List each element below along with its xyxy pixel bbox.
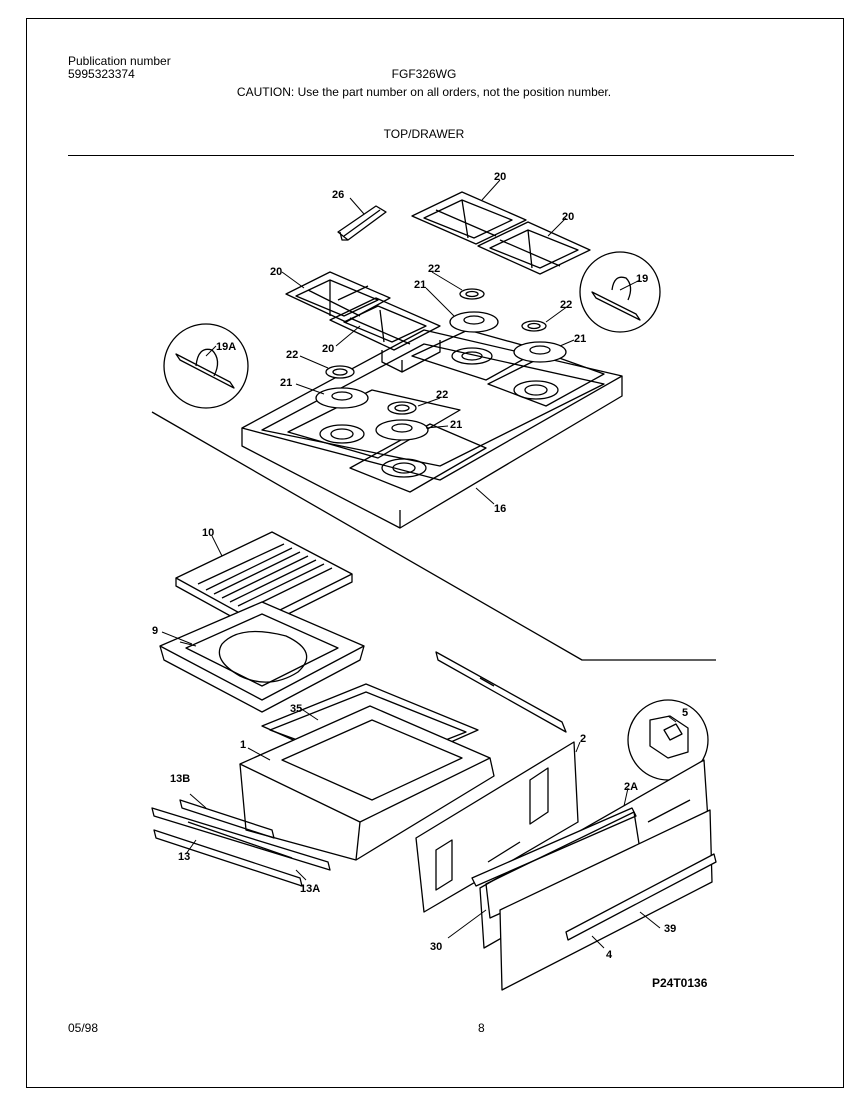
- callout-21-b: 21: [574, 333, 586, 345]
- callout-labels: 26 20 20 20 20 22 22 22 22 21 21 21 21 1…: [152, 171, 688, 961]
- part-26-bracket: [337, 205, 387, 241]
- callout-1: 1: [240, 739, 246, 751]
- callout-22-d: 22: [436, 389, 448, 401]
- callout-19A: 19A: [216, 341, 236, 353]
- callout-20-b: 20: [562, 211, 574, 223]
- callout-13A: 13A: [300, 883, 320, 895]
- callout-22-b: 22: [560, 299, 572, 311]
- callout-19: 19: [636, 273, 648, 285]
- callout-20-a: 20: [494, 171, 506, 183]
- drawer-rails: [151, 799, 331, 887]
- cooktop-main-top: [241, 329, 623, 529]
- callout-9: 9: [152, 625, 158, 637]
- publication-label: Publication number: [68, 54, 171, 68]
- burner-heads: [319, 347, 559, 478]
- burner-rings: [325, 288, 547, 415]
- callout-26: 26: [332, 189, 344, 201]
- caution-note: CAUTION: Use the part number on all orde…: [236, 85, 612, 99]
- callout-2A: 2A: [624, 781, 638, 793]
- callout-35: 35: [290, 703, 302, 715]
- leader-lines: [161, 179, 677, 949]
- callout-5: 5: [682, 707, 688, 719]
- detail-circle-19A: [163, 323, 249, 409]
- callout-4: 4: [606, 949, 613, 961]
- slide-rail: [435, 651, 567, 733]
- page-frame: [26, 18, 844, 1088]
- publication-number: 5995323374: [68, 67, 135, 81]
- callout-21-d: 21: [450, 419, 462, 431]
- callout-21-a: 21: [414, 279, 426, 291]
- callout-20-c: 20: [270, 266, 282, 278]
- burner-grates: [285, 191, 591, 373]
- callout-30: 30: [430, 941, 442, 953]
- section-title: TOP/DRAWER: [383, 127, 465, 141]
- callout-20-d: 20: [322, 343, 334, 355]
- callout-21-c: 21: [280, 377, 292, 389]
- callout-13: 13: [178, 851, 190, 863]
- detail-circle-19: [579, 251, 661, 333]
- drawer-side-panel: [415, 741, 579, 913]
- callout-22-a: 22: [428, 263, 440, 275]
- header-rule: [68, 155, 794, 156]
- section-divider-line: [151, 411, 716, 661]
- drawer-front-assembly: [471, 759, 717, 991]
- callout-10: 10: [202, 527, 214, 539]
- publication-date: 05/98: [68, 1021, 99, 1035]
- figure-code: P24T0136: [652, 976, 708, 990]
- callout-13B: 13B: [170, 773, 190, 785]
- callout-22-c: 22: [286, 349, 298, 361]
- burner-caps: [315, 311, 567, 441]
- callout-16: 16: [494, 503, 506, 515]
- drawer-body: [239, 705, 495, 861]
- callout-2: 2: [580, 733, 586, 745]
- callout-39: 39: [664, 923, 676, 935]
- broiler-pan: [159, 601, 365, 713]
- page-number: 8: [478, 1021, 485, 1035]
- detail-circle-5: [627, 699, 709, 781]
- model-number: FGF326WG: [391, 67, 457, 81]
